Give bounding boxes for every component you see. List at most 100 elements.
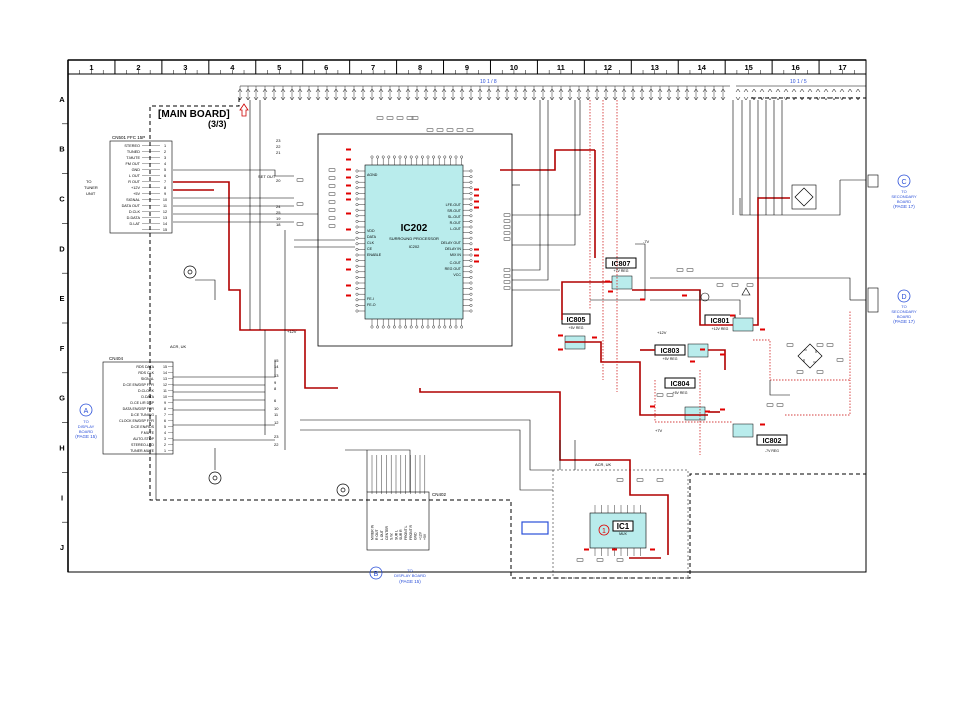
edge-pin-number: 22 <box>274 442 279 447</box>
cn404-pin-name: SIGNAL <box>141 377 154 381</box>
ic202-pin-pad <box>355 275 359 279</box>
ic202-pin-pad <box>469 247 473 251</box>
pos12v-label-2: +12V <box>287 329 297 334</box>
component-mark <box>826 343 834 347</box>
svg-text:SECONDARY: SECONDARY <box>891 309 917 314</box>
component-mark <box>396 116 404 120</box>
cn404-pin-name: D.CE EN/DSP FPR <box>123 383 154 387</box>
svg-text:[MAIN BOARD]: [MAIN BOARD] <box>158 109 230 120</box>
component-mark <box>656 478 664 482</box>
ic807-sub: +7V REG <box>614 269 629 273</box>
svg-text:(3/3): (3/3) <box>208 119 227 129</box>
legend-box <box>521 521 549 535</box>
ic202-pin-pad <box>469 292 473 296</box>
ic805-block: IC805 +5V REG <box>561 313 591 350</box>
voltage-mark <box>682 294 687 297</box>
ic202-pin-label: FE-O <box>367 303 376 307</box>
voltage-mark <box>346 284 351 287</box>
tuner-name: TUNER <box>84 185 98 190</box>
cn501-pin-number: 13 <box>163 216 167 220</box>
svg-text:TO: TO <box>83 419 88 424</box>
cn501-pin-name: D.LAT <box>130 222 141 226</box>
cn404-pin-name: D.CE EN/RDS <box>131 425 155 429</box>
ic202-pin-pad <box>409 325 413 329</box>
ic202-pin-pad <box>355 253 359 257</box>
svg-text:(PAGE 17): (PAGE 17) <box>893 204 915 209</box>
ic1-marker-icon <box>598 524 610 536</box>
component-mark <box>816 343 824 347</box>
ic202-pin-pad <box>469 219 473 223</box>
svg-text:D: D <box>901 294 906 301</box>
voltage-mark <box>474 206 479 209</box>
ic202-pin-pad <box>355 298 359 302</box>
neg7v-label: -7V <box>643 239 650 244</box>
voltage-mark <box>474 188 479 191</box>
bus-arrow-icon <box>823 88 829 101</box>
ic202-pin-pad <box>469 175 473 179</box>
voltage-mark <box>346 158 351 161</box>
ic802-block: IC802 -7V REG <box>732 423 788 453</box>
ic202-pin-pad <box>448 155 452 159</box>
ic202-pin-pad <box>409 155 413 159</box>
misc-labels: SET OUT -7V +12V +12V +7V ACR, UK <box>170 174 667 433</box>
offpage-ref-c: C TO SECONDARY BOARD (PAGE 17) <box>891 174 917 209</box>
ic202-pin-pad <box>469 208 473 212</box>
jack-icon <box>208 471 222 485</box>
row-label: A <box>59 95 65 104</box>
ic202-pin-label: L-OUT <box>450 227 462 231</box>
col-range-label-a: 10 1 / 8 <box>480 79 497 85</box>
svg-text:SECONDARY: SECONDARY <box>891 194 917 199</box>
ic202-pin-pad <box>370 155 374 159</box>
ic202-pin-pad <box>355 281 359 285</box>
cn402-pin-name: L OUT <box>380 530 384 540</box>
component-mark <box>503 274 511 278</box>
svg-text:(PAGE 17): (PAGE 17) <box>893 319 915 324</box>
ic202-pin-pad <box>460 325 463 329</box>
ic202-pin-pad <box>355 303 359 307</box>
ic202-pin-pad <box>469 180 473 184</box>
cn402-pin-name: SUR R <box>399 529 403 540</box>
voltage-mark <box>584 548 589 551</box>
ic202-pin-label: C-OUT <box>450 261 462 265</box>
component-mark <box>746 283 754 287</box>
ic804-block: IC804 +5V REG <box>664 377 706 421</box>
top-bus-a <box>237 85 730 101</box>
component-mark <box>636 478 644 482</box>
cn501-pin-number: 4 <box>164 162 166 166</box>
transistor-icon <box>700 292 710 302</box>
component-mark <box>406 116 414 120</box>
ic202-pin-label: SR-OUT <box>447 209 462 213</box>
component-mark <box>376 116 384 120</box>
column-label: 3 <box>183 63 187 72</box>
edge-pin-number: 23 <box>274 434 279 439</box>
cn402-title: CN402 <box>432 492 447 497</box>
cn404-pin-number: 12 <box>163 383 167 387</box>
bus-arrow-icon <box>775 88 781 101</box>
ic202-pin-pad <box>355 214 359 218</box>
ic801-label: IC801 <box>711 318 730 325</box>
component-mark <box>676 268 684 272</box>
voltage-mark <box>346 148 351 151</box>
ic202-pin-pad <box>420 325 424 329</box>
cn404-pin-name: STEREO-LED <box>131 443 154 447</box>
voltage-mark <box>474 248 479 251</box>
component-mark <box>411 116 419 120</box>
ic202-pin-pad <box>355 236 359 240</box>
cn404-pin-number: 9 <box>164 401 166 405</box>
offpage-connectors <box>867 174 879 313</box>
voltage-mark <box>650 548 655 551</box>
ic202-pin-pad <box>460 155 463 159</box>
component-mark <box>576 558 584 562</box>
cn501-pin-number: 3 <box>164 156 166 160</box>
svg-text:TO: TO <box>901 189 906 194</box>
edge-pin-number: 12 <box>274 420 279 425</box>
ic202-pin-pad <box>454 155 458 159</box>
ic202-pin-label: REG OUT <box>445 267 462 271</box>
component-mark <box>466 128 474 132</box>
cn404-pin-name: D.DATA <box>141 395 154 399</box>
